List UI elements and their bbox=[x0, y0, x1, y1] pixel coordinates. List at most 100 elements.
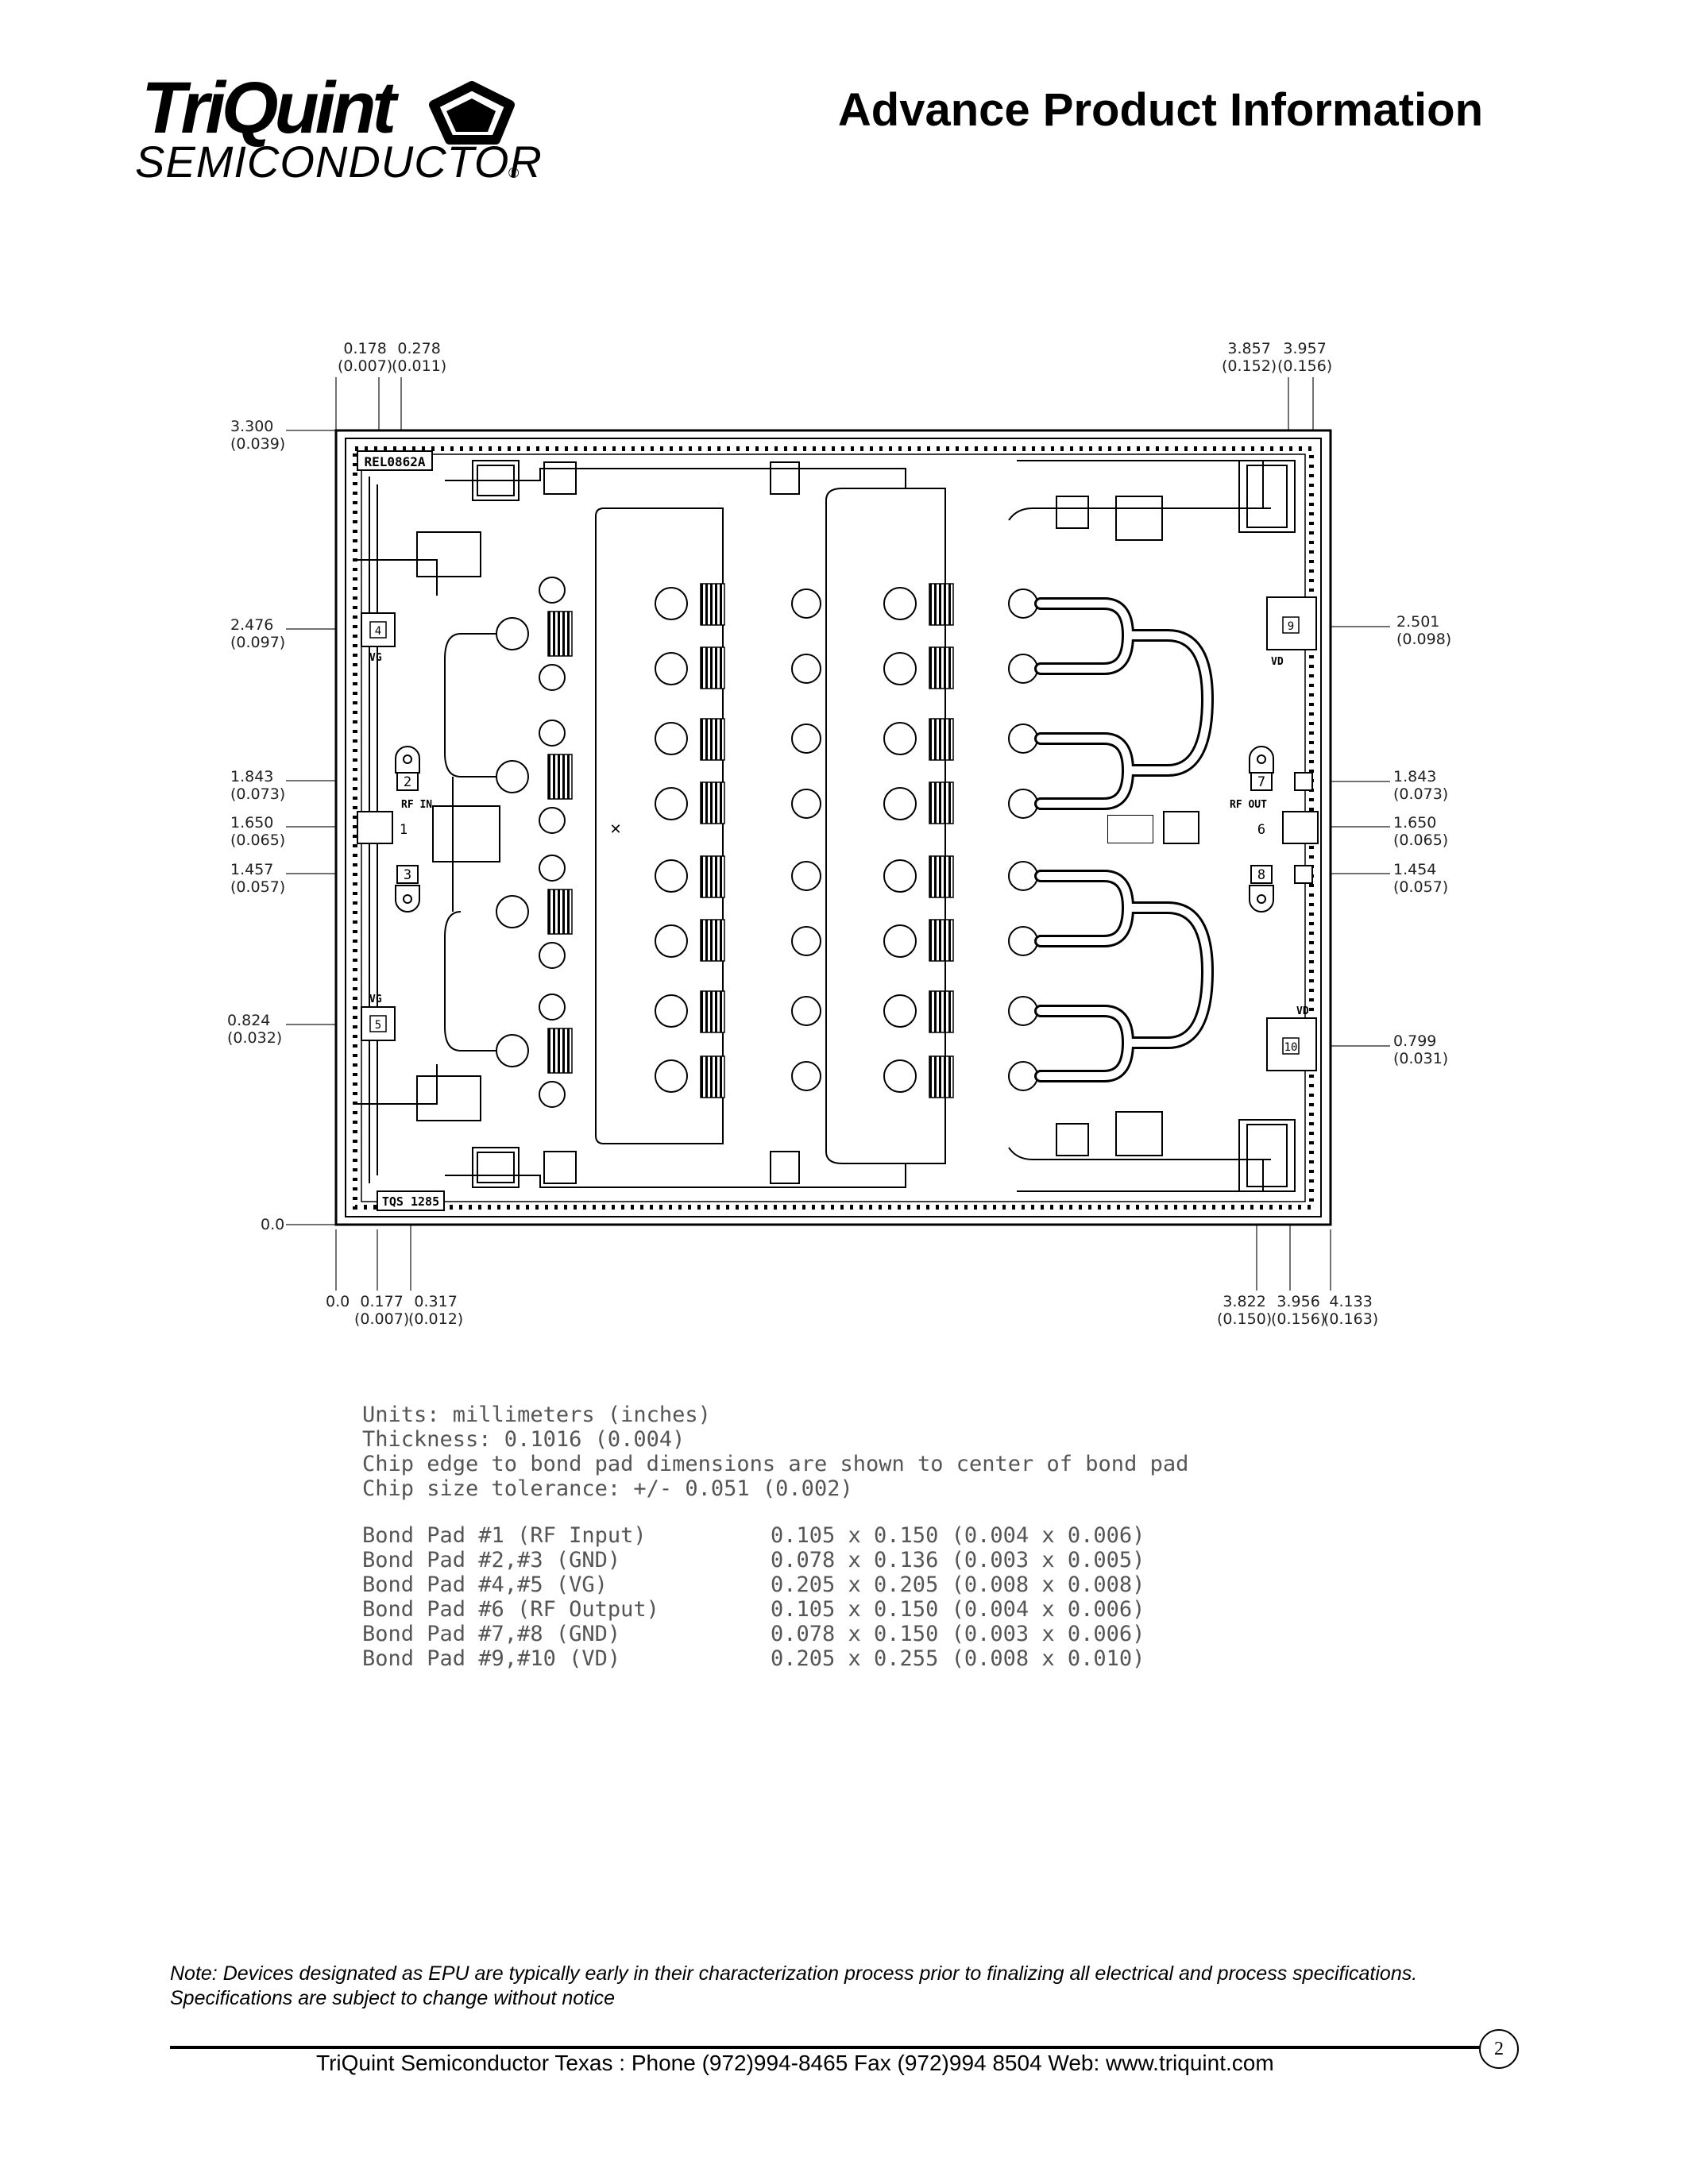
chip-id-top: REL0862A bbox=[364, 454, 425, 469]
dim-left-1843: 1.843 (0.073) bbox=[230, 768, 285, 803]
dim-value: 0.824 bbox=[227, 1012, 271, 1029]
pad-dimension: 0.078 x 0.136 (0.003 x 0.005) bbox=[771, 1548, 1145, 1572]
dim-inch-value: (0.065) bbox=[1393, 832, 1449, 849]
pad-4-label: 4 bbox=[375, 625, 381, 638]
dim-value: 0.278 bbox=[397, 340, 441, 357]
registered-icon: ® bbox=[508, 165, 520, 181]
transistor-array bbox=[444, 577, 1215, 1108]
dim-value: 3.857 bbox=[1227, 340, 1271, 357]
dim-inch-value: (0.097) bbox=[230, 634, 286, 651]
chip-edge bbox=[334, 429, 1332, 1226]
dim-inch-value: (0.152) bbox=[1222, 357, 1277, 375]
dim-left-1650: 1.650 (0.065) bbox=[230, 814, 285, 849]
dim-inch-value: (0.011) bbox=[392, 357, 447, 375]
dim-top-0178: 0.178 (0.007) bbox=[338, 340, 392, 375]
dim-inch-value: (0.073) bbox=[1393, 785, 1449, 803]
pad-name: Bond Pad #9,#10 (VD) bbox=[362, 1646, 621, 1671]
pad-7-label: 7 bbox=[1257, 774, 1265, 790]
pad-name: Bond Pad #4,#5 (VG) bbox=[362, 1572, 608, 1597]
note-thickness: Thickness: 0.1016 (0.004) bbox=[362, 1427, 686, 1452]
note-tolerance: Chip size tolerance: +/- 0.051 (0.002) bbox=[362, 1476, 853, 1501]
dim-value: 1.457 bbox=[230, 861, 274, 878]
dim-inch-value: (0.032) bbox=[227, 1029, 283, 1047]
svg-text:✕: ✕ bbox=[609, 821, 621, 838]
pad-name: Bond Pad #2,#3 (GND) bbox=[362, 1548, 621, 1572]
pad-1-label: 1 bbox=[400, 822, 408, 838]
dim-inch-value: (0.007) bbox=[338, 357, 393, 375]
dim-value: 0.0 bbox=[261, 1216, 285, 1233]
pad-6-label: 6 bbox=[1257, 822, 1265, 838]
note-dimensions: Chip edge to bond pad dimensions are sho… bbox=[362, 1452, 1189, 1476]
dim-inch-value: (0.156) bbox=[1277, 357, 1333, 375]
dim-right-1843: 1.843 (0.073) bbox=[1393, 768, 1448, 803]
dim-value: 0.799 bbox=[1393, 1032, 1437, 1050]
dim-bottom-0317: 0.317 (0.012) bbox=[408, 1293, 463, 1328]
dim-left-3300: 3.300 (0.039) bbox=[230, 418, 285, 453]
pad-name: Bond Pad #6 (RF Output) bbox=[362, 1597, 659, 1622]
dim-bottom-origin: 0.0 bbox=[326, 1293, 350, 1310]
note-units: Units: millimeters (inches) bbox=[362, 1403, 711, 1427]
dim-value: 3.956 bbox=[1277, 1293, 1320, 1310]
bond-pad-table: Bond Pad #1 (RF Input) 0.105 x 0.150 (0.… bbox=[362, 1523, 1236, 1671]
logo-subtitle: SEMICONDUCTOR bbox=[135, 137, 543, 187]
page-title: Advance Product Information bbox=[837, 84, 1483, 136]
pad-name: Bond Pad #1 (RF Input) bbox=[362, 1523, 647, 1548]
dim-top-0278: 0.278 (0.011) bbox=[392, 340, 446, 375]
pad-row: Bond Pad #1 (RF Input) 0.105 x 0.150 (0.… bbox=[362, 1523, 1236, 1548]
dim-inch-value: (0.007) bbox=[354, 1310, 410, 1328]
vg-label-bottom: VG bbox=[369, 994, 382, 1005]
chip-outline-drawing: REL0862A TQS 1285 bbox=[214, 318, 1454, 1350]
pad-row: Bond Pad #7,#8 (GND) 0.078 x 0.150 (0.00… bbox=[362, 1622, 1236, 1646]
die-layout-svg: REL0862A TQS 1285 bbox=[286, 377, 1390, 1291]
dim-bottom-3822: 3.822 (0.150) bbox=[1217, 1293, 1272, 1328]
dim-value: 0.317 bbox=[414, 1293, 458, 1310]
rf-out-label: RF OUT bbox=[1230, 799, 1267, 811]
bond-pads: 1 2 3 4 5 6 7 8 bbox=[357, 596, 1319, 1071]
dim-value: 3.822 bbox=[1223, 1293, 1266, 1310]
dim-value: 2.501 bbox=[1396, 613, 1440, 631]
dim-value: 0.177 bbox=[360, 1293, 404, 1310]
pad-2-label: 2 bbox=[404, 774, 411, 790]
footer-contact: TriQuint Semiconductor Texas : Phone (97… bbox=[316, 2051, 1274, 2075]
dim-inch-value: (0.156) bbox=[1271, 1310, 1327, 1328]
dim-inch-value: (0.039) bbox=[230, 435, 286, 453]
dim-right-2501: 2.501 (0.098) bbox=[1396, 613, 1451, 648]
logo-wordmark: TriQuint bbox=[141, 68, 396, 149]
dim-value: 0.178 bbox=[343, 340, 387, 357]
vg-label-top: VG bbox=[369, 652, 382, 664]
epu-disclaimer: Note: Devices designated as EPU are typi… bbox=[170, 1962, 1418, 2009]
pad-dimension: 0.105 x 0.150 (0.004 x 0.006) bbox=[771, 1597, 1145, 1622]
vd-label-top: VD bbox=[1271, 656, 1284, 668]
pad-dimension: 0.205 x 0.205 (0.008 x 0.008) bbox=[771, 1572, 1145, 1597]
footer-divider bbox=[170, 2046, 1481, 2049]
pad-row: Bond Pad #9,#10 (VD) 0.205 x 0.255 (0.00… bbox=[362, 1646, 1236, 1671]
pad-row: Bond Pad #4,#5 (VG) 0.205 x 0.205 (0.008… bbox=[362, 1572, 1236, 1597]
dim-bottom-0177: 0.177 (0.007) bbox=[354, 1293, 409, 1328]
dim-bottom-3956: 3.956 (0.156) bbox=[1271, 1293, 1326, 1328]
dim-inch-value: (0.150) bbox=[1217, 1310, 1273, 1328]
dim-inch-value: (0.065) bbox=[230, 832, 286, 849]
pad-name: Bond Pad #7,#8 (GND) bbox=[362, 1622, 621, 1646]
dim-left-0824: 0.824 (0.032) bbox=[227, 1012, 282, 1047]
dim-inch-value: (0.057) bbox=[230, 878, 286, 896]
dim-inch-value: (0.031) bbox=[1393, 1050, 1449, 1067]
pad-10-label: 10 bbox=[1284, 1041, 1298, 1054]
dim-inch-value: (0.057) bbox=[1393, 878, 1449, 896]
dim-value: 1.843 bbox=[230, 768, 274, 785]
pad-row: Bond Pad #2,#3 (GND) 0.078 x 0.136 (0.00… bbox=[362, 1548, 1236, 1572]
chip-id-bottom: TQS 1285 bbox=[382, 1194, 439, 1209]
dim-top-3957: 3.957 (0.156) bbox=[1277, 340, 1332, 375]
dim-top-3857: 3.857 (0.152) bbox=[1222, 340, 1277, 375]
dim-inch-value: (0.012) bbox=[408, 1310, 464, 1328]
dim-value: 0.0 bbox=[326, 1293, 350, 1310]
pad-dimension: 0.078 x 0.150 (0.003 x 0.006) bbox=[771, 1622, 1145, 1646]
dim-left-origin: 0.0 bbox=[261, 1216, 284, 1233]
pad-8-label: 8 bbox=[1257, 867, 1265, 883]
dim-right-1650: 1.650 (0.065) bbox=[1393, 814, 1448, 849]
dim-bottom-4133: 4.133 (0.163) bbox=[1323, 1293, 1378, 1328]
page-number: 2 bbox=[1479, 2029, 1519, 2069]
dim-inch-value: (0.073) bbox=[230, 785, 286, 803]
pad-row: Bond Pad #6 (RF Output) 0.105 x 0.150 (0… bbox=[362, 1597, 1236, 1622]
pad-9-label: 9 bbox=[1288, 620, 1294, 633]
triquint-logo: TriQuint SEMICONDUCTOR ® bbox=[135, 71, 548, 191]
